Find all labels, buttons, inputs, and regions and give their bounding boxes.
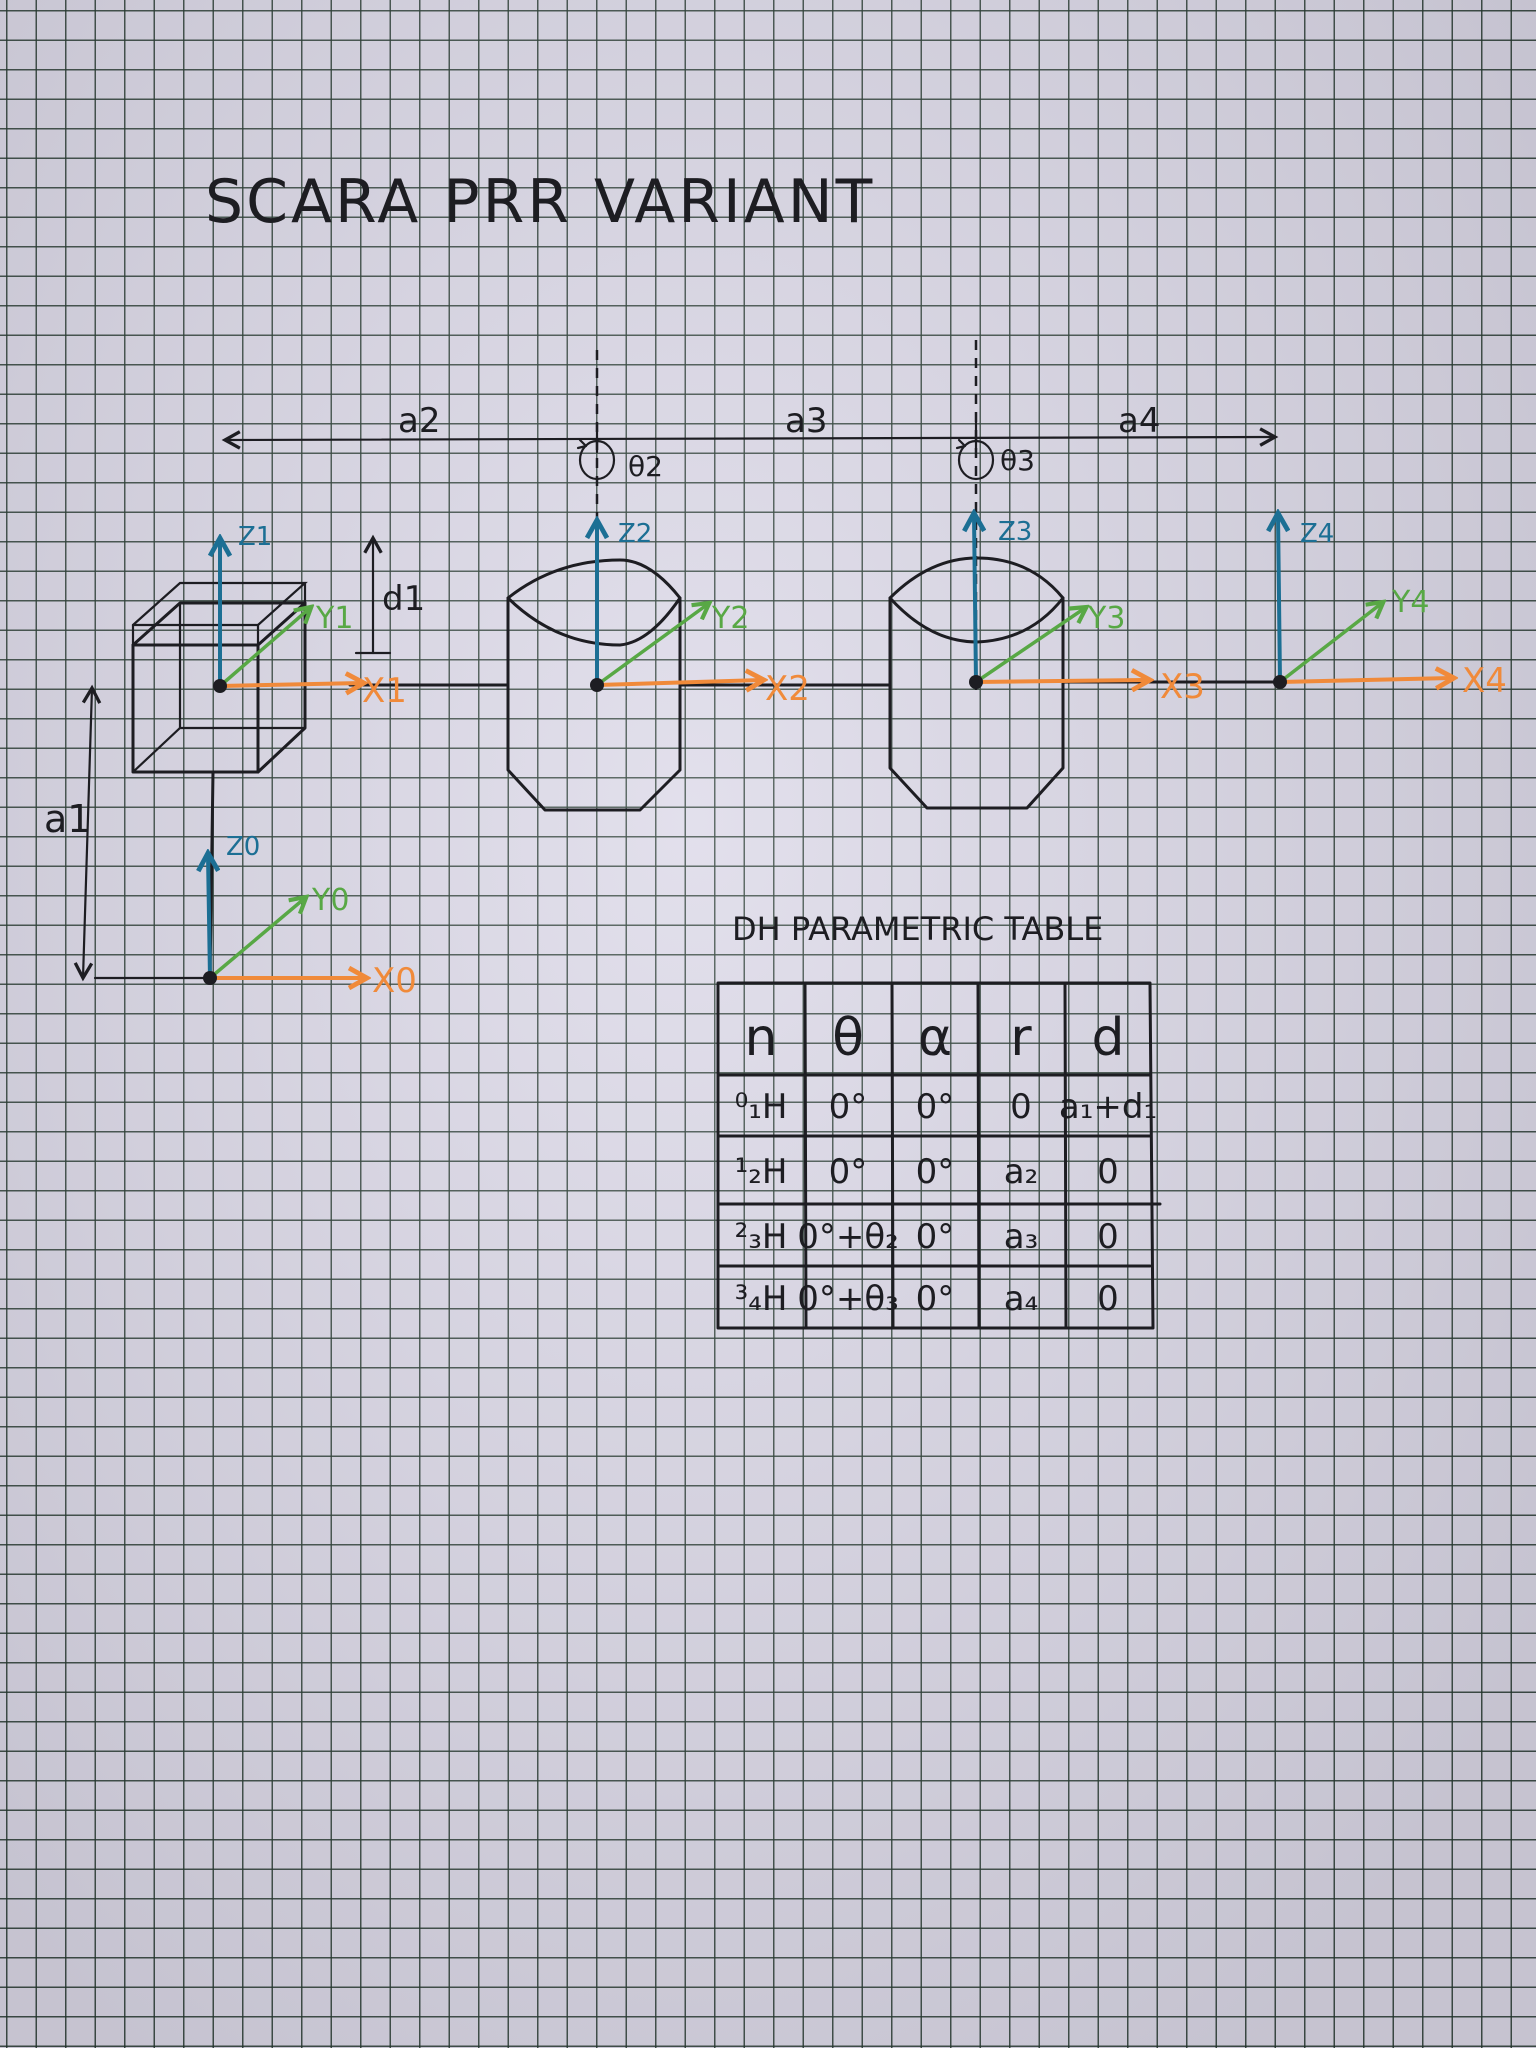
- dh-cell-2-3: a₃: [1004, 1217, 1038, 1257]
- y1-axis: [218, 608, 310, 688]
- label-z0: Z0: [226, 832, 260, 862]
- a1-arrow: [83, 688, 92, 978]
- y3-axis: [974, 608, 1085, 684]
- x1-axis: [218, 683, 362, 686]
- label-x0: X0: [372, 961, 417, 1001]
- label-y3: Y3: [1087, 601, 1125, 636]
- dh-cell-0-1: 0°: [829, 1087, 868, 1127]
- frame-4: [1273, 515, 1452, 689]
- dh-cell-1-3: a₂: [1004, 1152, 1038, 1192]
- dh-header-n: n: [745, 1008, 778, 1068]
- dh-cell-3-1: 0°+θ₃: [797, 1279, 899, 1319]
- label-x4: X4: [1462, 661, 1507, 701]
- label-z3: Z3: [998, 517, 1032, 547]
- dh-header-d: d: [1091, 1008, 1124, 1068]
- page-title: SCARA PRR VARIANT: [205, 167, 875, 237]
- frame-0: [203, 855, 365, 985]
- label-z1: Z1: [238, 522, 272, 552]
- label-x1: X1: [362, 671, 407, 711]
- label-y0: Y0: [311, 883, 349, 918]
- dh-table: n θ α r d ⁰₁H 0° 0° 0 a₁+d₁ ¹₂H 0° 0° a₂…: [716, 981, 1162, 1330]
- y2-axis: [595, 604, 708, 687]
- dh-table-title: DH PARAMETRIC TABLE: [732, 910, 1103, 948]
- frame-1: [213, 540, 362, 693]
- dh-cell-0-2: 0°: [916, 1087, 955, 1127]
- label-theta2: θ2: [628, 450, 663, 483]
- revolute-joint-3-cylinder: [888, 556, 1065, 810]
- y0-axis: [208, 898, 305, 980]
- dh-cell-3-3: a₄: [1004, 1279, 1038, 1319]
- dh-cell-2-1: 0°+θ₂: [797, 1217, 899, 1257]
- dh-cell-1-0: ¹₂H: [735, 1152, 788, 1192]
- frame-3-origin: [969, 675, 983, 689]
- dh-cell-0-4: a₁+d₁: [1059, 1087, 1157, 1127]
- dh-cell-1-2: 0°: [916, 1152, 955, 1192]
- x3-axis: [974, 680, 1148, 682]
- frame-1-origin: [213, 679, 227, 693]
- dh-header-theta: θ: [832, 1008, 864, 1068]
- label-z2: Z2: [618, 519, 652, 549]
- theta3-rotation-icon: [955, 438, 995, 481]
- label-theta3: θ3: [1000, 444, 1035, 477]
- x2-axis: [595, 680, 762, 685]
- label-x3: X3: [1160, 667, 1205, 707]
- z3-axis: [974, 515, 976, 684]
- z0-axis: [208, 855, 210, 980]
- theta2-rotation-icon: [576, 438, 616, 481]
- z4-axis: [1278, 515, 1280, 684]
- label-a1: a1: [44, 797, 91, 841]
- frame-2-origin: [590, 678, 604, 692]
- label-a4: a4: [1118, 401, 1160, 441]
- top-dimension-line: [225, 437, 1275, 440]
- dh-cell-1-4: 0: [1097, 1152, 1119, 1192]
- dh-cell-0-0: ⁰₁H: [735, 1087, 788, 1127]
- revolute-joint-2-cylinder: [506, 558, 682, 812]
- dh-cell-0-3: 0: [1010, 1087, 1032, 1127]
- dh-header-r: r: [1010, 1008, 1032, 1068]
- label-a3: a3: [785, 401, 827, 441]
- dh-cell-3-2: 0°: [916, 1279, 955, 1319]
- dh-cell-3-4: 0: [1097, 1279, 1119, 1319]
- prismatic-joint-cube: [131, 581, 308, 774]
- x4-axis: [1278, 678, 1452, 682]
- frame-3: [969, 515, 1148, 689]
- dh-cell-2-0: ²₃H: [735, 1217, 788, 1257]
- label-y2: Y2: [711, 601, 749, 636]
- frame-4-origin: [1273, 675, 1287, 689]
- label-x2: X2: [765, 669, 810, 709]
- frame-0-origin: [203, 971, 217, 985]
- dh-cell-3-0: ³₄H: [735, 1279, 788, 1319]
- dh-cell-2-2: 0°: [916, 1217, 955, 1257]
- y4-axis: [1278, 603, 1382, 684]
- dh-cell-1-1: 0°: [829, 1152, 868, 1192]
- label-y1: Y1: [315, 601, 353, 636]
- label-d1: d1: [382, 579, 425, 619]
- label-z4: Z4: [1300, 519, 1334, 549]
- label-a2: a2: [398, 401, 440, 441]
- dh-cell-2-4: 0: [1097, 1217, 1119, 1257]
- dh-header-alpha: α: [918, 1008, 952, 1068]
- label-y4: Y4: [1391, 585, 1429, 620]
- frame-2: [590, 522, 762, 692]
